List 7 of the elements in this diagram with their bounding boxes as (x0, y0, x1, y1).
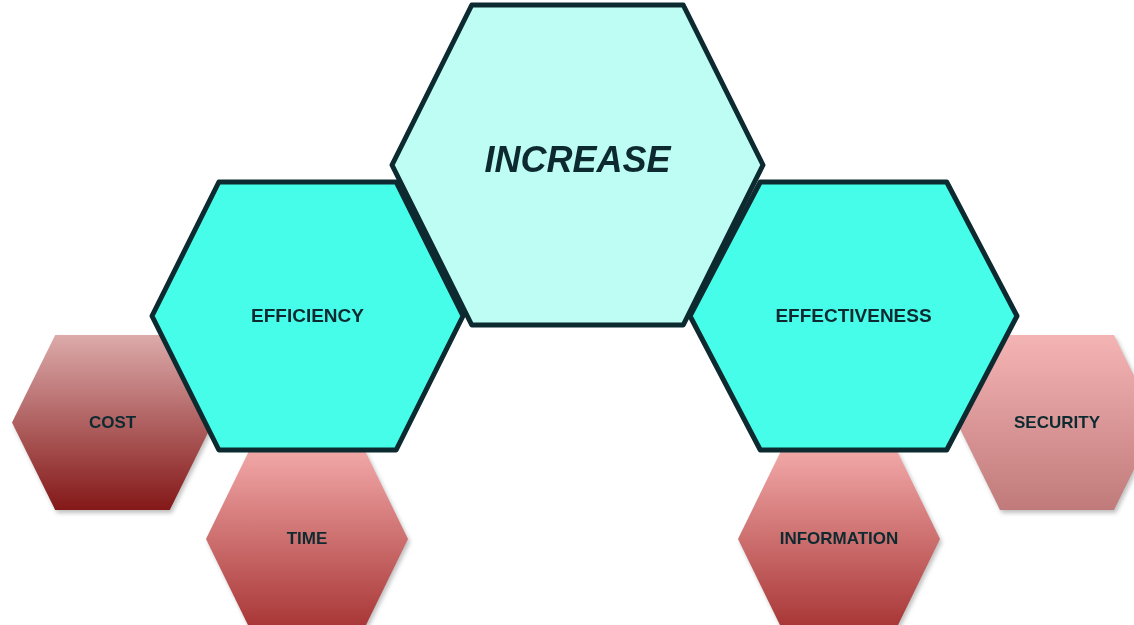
hexagon-label: TIME (286, 529, 328, 549)
hexagon-label: COST (88, 412, 137, 433)
hexagon-label: INCREASE (484, 139, 671, 181)
hexagon-label: EFFICIENCY (251, 305, 364, 327)
hexagon-label: INFORMATION (779, 529, 899, 549)
hexagon-label: EFFECTIVENESS (775, 305, 932, 327)
hexagon-label: SECURITY (1014, 412, 1100, 433)
